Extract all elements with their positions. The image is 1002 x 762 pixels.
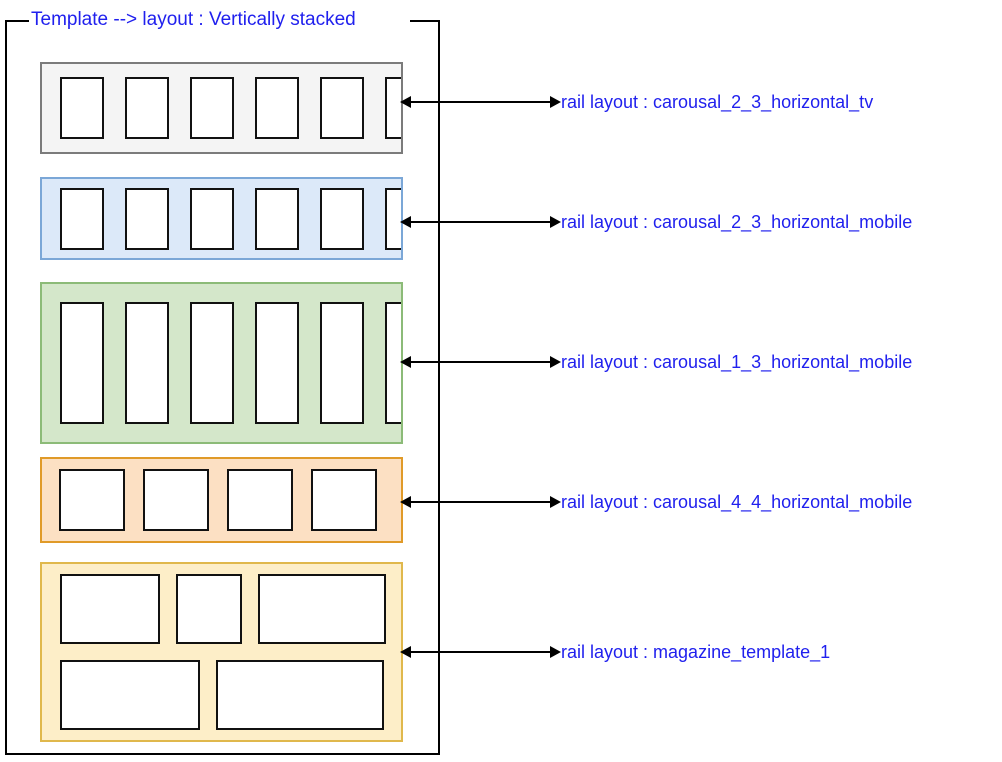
arrow-head-right-rail-1 — [550, 96, 561, 108]
rail-label-carousal-4-4-horizontal-mobile: rail layout : carousal_4_4_horizontal_mo… — [561, 492, 913, 512]
rail-card — [320, 77, 364, 139]
rail-card — [255, 77, 299, 139]
connector-line-rail-2 — [404, 221, 558, 223]
rail-card — [385, 302, 401, 424]
rail-label-carousal-2-3-horizontal-mobile: rail layout : carousal_2_3_horizontal_mo… — [561, 212, 913, 232]
rail-card — [190, 187, 234, 250]
magazine-row-top — [60, 574, 401, 644]
rail-carousal-2-3-horizontal-tv[interactable] — [40, 62, 403, 154]
rail-card — [125, 77, 169, 139]
magazine-tile — [216, 660, 384, 730]
magazine-grid — [42, 564, 401, 740]
magazine-tile — [60, 660, 200, 730]
rail-card-strip — [42, 284, 401, 442]
rail-card — [190, 77, 234, 139]
rail-carousal-2-3-horizontal-mobile[interactable] — [40, 177, 403, 260]
rail-magazine-template-1[interactable] — [40, 562, 403, 742]
arrow-head-right-rail-5 — [550, 646, 561, 658]
template-title: Template --> layout : Vertically stacked — [31, 9, 356, 30]
rail-carousal-4-4-horizontal-mobile[interactable] — [40, 457, 403, 543]
rail-card — [59, 469, 125, 531]
template-frame-top-stub-right — [410, 20, 440, 22]
magazine-tile — [176, 574, 242, 644]
rail-card — [125, 187, 169, 250]
rail-card-strip — [42, 459, 401, 541]
rail-card — [227, 469, 293, 531]
rail-label-carousal-2-3-horizontal-tv: rail layout : carousal_2_3_horizontal_tv — [561, 92, 874, 112]
magazine-tile — [60, 574, 160, 644]
rail-card-strip — [42, 179, 401, 258]
arrow-head-right-rail-3 — [550, 356, 561, 368]
connector-line-rail-3 — [404, 361, 558, 363]
arrow-head-right-rail-4 — [550, 496, 561, 508]
rail-card — [255, 302, 299, 424]
magazine-row-bottom — [60, 660, 401, 730]
connector-line-rail-5 — [404, 651, 558, 653]
rail-card — [60, 302, 104, 424]
arrow-head-left-rail-5 — [400, 646, 411, 658]
rail-label-magazine-template-1: rail layout : magazine_template_1 — [561, 642, 831, 662]
template-container — [5, 20, 440, 755]
arrow-head-left-rail-3 — [400, 356, 411, 368]
rail-label-carousal-1-3-horizontal-mobile: rail layout : carousal_1_3_horizontal_mo… — [561, 352, 913, 372]
arrow-head-right-rail-2 — [550, 216, 561, 228]
rail-card — [311, 469, 377, 531]
rail-card-strip — [42, 64, 401, 152]
rail-card — [255, 187, 299, 250]
rail-card — [320, 302, 364, 424]
rail-card — [125, 302, 169, 424]
rail-card — [385, 77, 401, 139]
arrow-head-left-rail-4 — [400, 496, 411, 508]
rail-carousal-1-3-horizontal-mobile[interactable] — [40, 282, 403, 444]
magazine-tile — [258, 574, 386, 644]
connector-line-rail-4 — [404, 501, 558, 503]
rail-card — [190, 302, 234, 424]
rail-card — [320, 187, 364, 250]
rail-card — [385, 187, 401, 250]
arrow-head-left-rail-1 — [400, 96, 411, 108]
rail-card — [60, 77, 104, 139]
template-frame-top-stub-left — [5, 20, 29, 22]
connector-line-rail-1 — [404, 101, 558, 103]
arrow-head-left-rail-2 — [400, 216, 411, 228]
rail-card — [143, 469, 209, 531]
rail-card — [60, 187, 104, 250]
